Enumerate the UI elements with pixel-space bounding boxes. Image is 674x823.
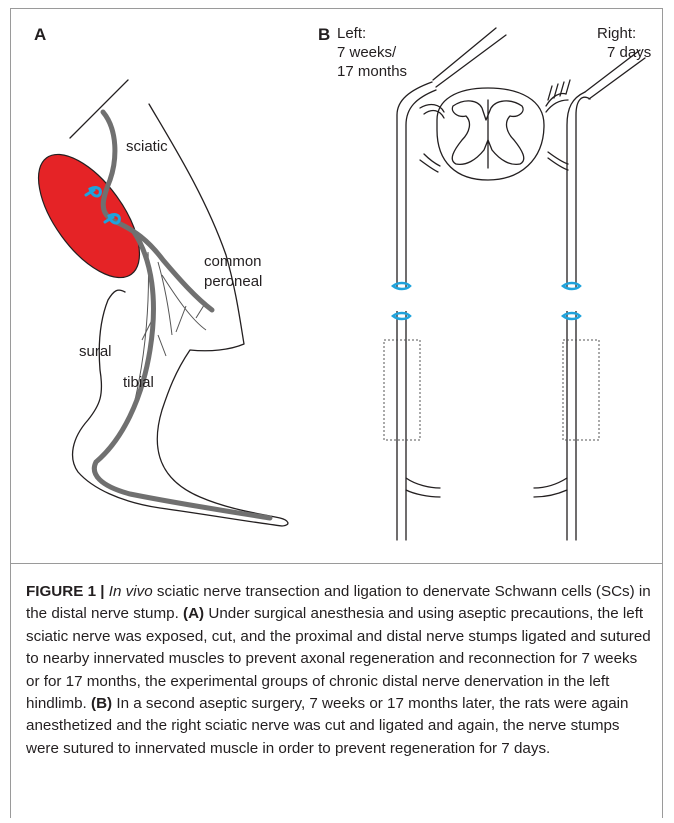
label-tibial: tibial: [123, 374, 154, 391]
caption-b-label: (B): [91, 695, 112, 712]
caption-a-label: (A): [183, 605, 204, 622]
nerve-cut-gaps: [394, 289, 579, 311]
caption-separator: [10, 563, 663, 564]
right-label-line-1: Right:: [597, 25, 636, 42]
left-label-line-3: 17 months: [337, 63, 407, 80]
caption-b-text: In a second aseptic surgery, 7 weeks or …: [26, 695, 629, 757]
label-sural: sural: [79, 343, 112, 360]
label-peroneal: peroneal: [204, 273, 262, 290]
ligature-ties-b: [393, 283, 580, 319]
caption-in-vivo: In vivo: [109, 583, 153, 600]
figure-caption: FIGURE 1 | In vivo sciatic nerve transec…: [26, 581, 652, 760]
figure-label: FIGURE 1 |: [26, 583, 105, 600]
panel-a-letter: A: [34, 25, 46, 44]
left-label-line-1: Left:: [337, 25, 366, 42]
panel-b-letter: B: [318, 25, 330, 44]
label-common: common: [204, 253, 262, 270]
label-sciatic: sciatic: [126, 138, 168, 155]
muscle-ellipse: [19, 138, 159, 294]
panel-a: A s: [19, 25, 288, 526]
left-label-line-2: 7 weeks/: [337, 44, 397, 61]
spinal-nerve-diagram: [397, 28, 645, 540]
figure-illustration: A s: [0, 0, 674, 560]
panel-b: B Left: 7 weeks/ 17 months Right: 7 days: [318, 25, 651, 540]
